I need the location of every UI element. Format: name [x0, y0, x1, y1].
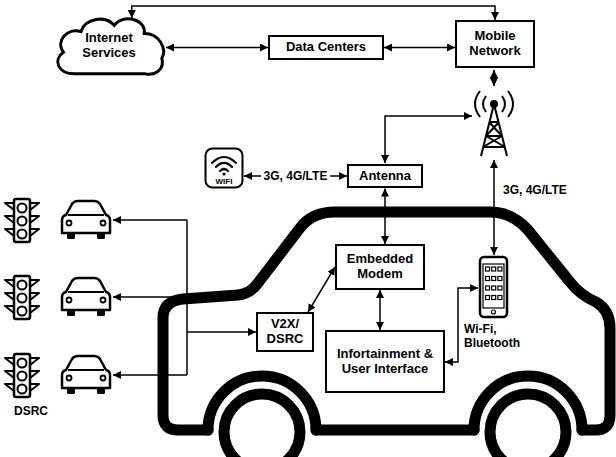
- tower-links-part: [385, 116, 472, 163]
- cloud-node: Internet Services: [52, 14, 166, 78]
- smartphone-part: [483, 264, 504, 308]
- app-icon: [492, 296, 496, 300]
- cloud-outline-path: [58, 19, 164, 74]
- app-icon: [498, 267, 502, 271]
- smartphone: [480, 257, 507, 317]
- process-box: V2X/ DSRC: [256, 312, 314, 352]
- tower-links-part: [493, 70, 495, 86]
- car-wheels-part: [224, 394, 300, 457]
- smartphone-part: [480, 257, 507, 317]
- process-box: Mobile Network: [455, 20, 535, 68]
- node-label: Mobile Network: [459, 29, 531, 59]
- roadside-units-part: [62, 356, 110, 394]
- connector: [308, 267, 335, 312]
- connector: [166, 47, 268, 49]
- protocol-label: DSRC: [14, 404, 74, 418]
- app-icons: [486, 267, 502, 300]
- tower-links-part: [493, 160, 495, 255]
- app-icon: [498, 296, 502, 300]
- process-box: Antenna: [347, 164, 423, 189]
- link-label: 3G, 4G/LTE: [503, 183, 593, 197]
- connector: [384, 47, 455, 49]
- car-wheels-part: [490, 394, 566, 457]
- node-label: Infortainment & User Interface: [329, 347, 441, 377]
- app-icon: [486, 286, 490, 290]
- node-label: V2X/ DSRC: [260, 317, 310, 347]
- roadside-units-part: [62, 278, 110, 316]
- roadside-units: [5, 199, 110, 397]
- node-label: WIFI: [216, 177, 233, 186]
- node-text: Embedded Modem: [339, 252, 421, 282]
- dsrc-links: [113, 220, 256, 375]
- process-box: Embedded Modem: [335, 244, 425, 290]
- wifi-frame: [206, 149, 243, 188]
- roadside-units-part: [62, 201, 110, 239]
- connector: [384, 189, 386, 245]
- app-icon: [486, 277, 490, 281]
- app-icon: [486, 267, 490, 271]
- link-label: Wi-Fi, Bluetooth: [464, 322, 536, 351]
- node-label: Embedded Modem: [339, 252, 421, 282]
- connector: [379, 290, 381, 330]
- process-box: Infortainment & User Interface: [325, 330, 445, 393]
- smartphone-part: [492, 310, 496, 314]
- connector: [132, 6, 495, 20]
- dsrc-links-part: [113, 219, 187, 221]
- roadside-units-part: [5, 354, 39, 397]
- node-text: Antenna: [359, 169, 411, 184]
- node-text: Mobile Network: [459, 29, 531, 59]
- app-icon: [492, 267, 496, 271]
- node-text: Data Centers: [286, 40, 366, 55]
- node-text: V2X/ DSRC: [260, 317, 310, 347]
- edge-label: 3G, 4G/LTE: [261, 169, 331, 183]
- wifi-icon: WIFI: [204, 147, 244, 189]
- node-label: Data Centers: [286, 40, 366, 55]
- app-icon: [492, 277, 496, 281]
- app-icon: [498, 286, 502, 290]
- node-text: WIFI: [216, 177, 233, 186]
- tower-links: [385, 70, 494, 255]
- roadside-units-part: [5, 276, 39, 319]
- node-text: Internet Services: [68, 31, 150, 61]
- node-label: Internet Services: [68, 31, 150, 61]
- node-text: Infortainment & User Interface: [329, 347, 441, 377]
- cell-tower-part: [475, 91, 513, 117]
- roadside-units-part: [5, 199, 39, 242]
- cell-tower: [475, 91, 513, 156]
- dsrc-links-part: [113, 374, 187, 376]
- wifi-dot: [222, 172, 225, 175]
- node-label: Antenna: [359, 169, 411, 184]
- app-icon: [498, 277, 502, 281]
- process-box: Data Centers: [268, 35, 384, 60]
- wifi-waves: [212, 157, 236, 171]
- dsrc-links-part: [113, 296, 187, 298]
- dsrc-links-part: [187, 331, 256, 333]
- car-wheels: [224, 394, 566, 457]
- app-icon: [486, 296, 490, 300]
- app-icon: [492, 286, 496, 290]
